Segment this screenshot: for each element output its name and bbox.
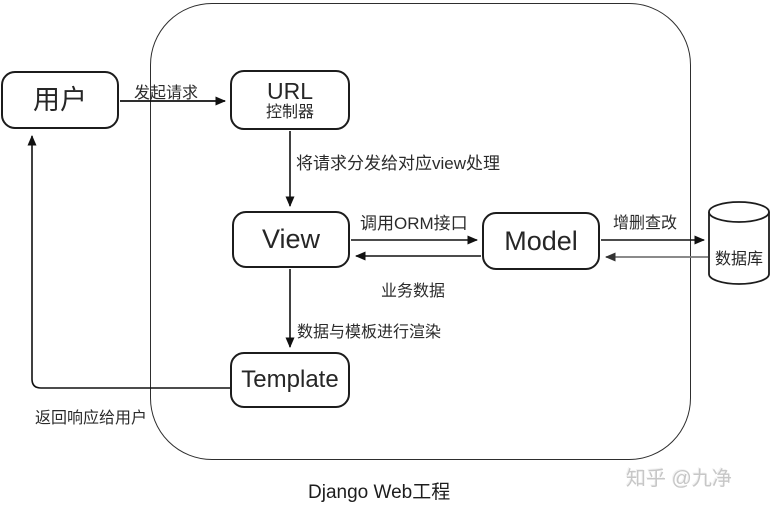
diagram-caption: Django Web工程 xyxy=(308,482,451,503)
node-model-label: Model xyxy=(504,225,578,256)
node-url-controller: URL 控制器 xyxy=(230,70,350,130)
node-template-label: Template xyxy=(241,366,339,394)
node-url-sublabel: 控制器 xyxy=(265,103,314,121)
zhihu-watermark: 知乎 @九净 xyxy=(626,468,732,490)
edge-label-call-orm: 调用ORM接口 xyxy=(360,214,468,233)
node-user: 用户 xyxy=(1,71,119,129)
edge-label-send-request: 发起请求 xyxy=(134,85,199,102)
edge-label-dispatch-to-view: 将请求分发给对应view处理 xyxy=(296,154,501,173)
node-view-label: View xyxy=(261,224,321,255)
edge-label-crud: 增删查改 xyxy=(613,215,678,232)
node-database-label: 数据库 xyxy=(714,251,763,268)
node-url-label: URL xyxy=(266,77,313,104)
node-view: View xyxy=(232,211,350,268)
node-template: Template xyxy=(230,352,350,408)
edge-label-render-template: 数据与模板进行渲染 xyxy=(297,324,442,341)
edge-label-business-data: 业务数据 xyxy=(381,283,446,300)
node-model: Model xyxy=(482,212,600,270)
edge-label-return-response: 返回响应给用户 xyxy=(35,410,148,427)
database-cylinder-icon xyxy=(708,201,770,285)
node-user-label: 用户 xyxy=(33,84,87,115)
